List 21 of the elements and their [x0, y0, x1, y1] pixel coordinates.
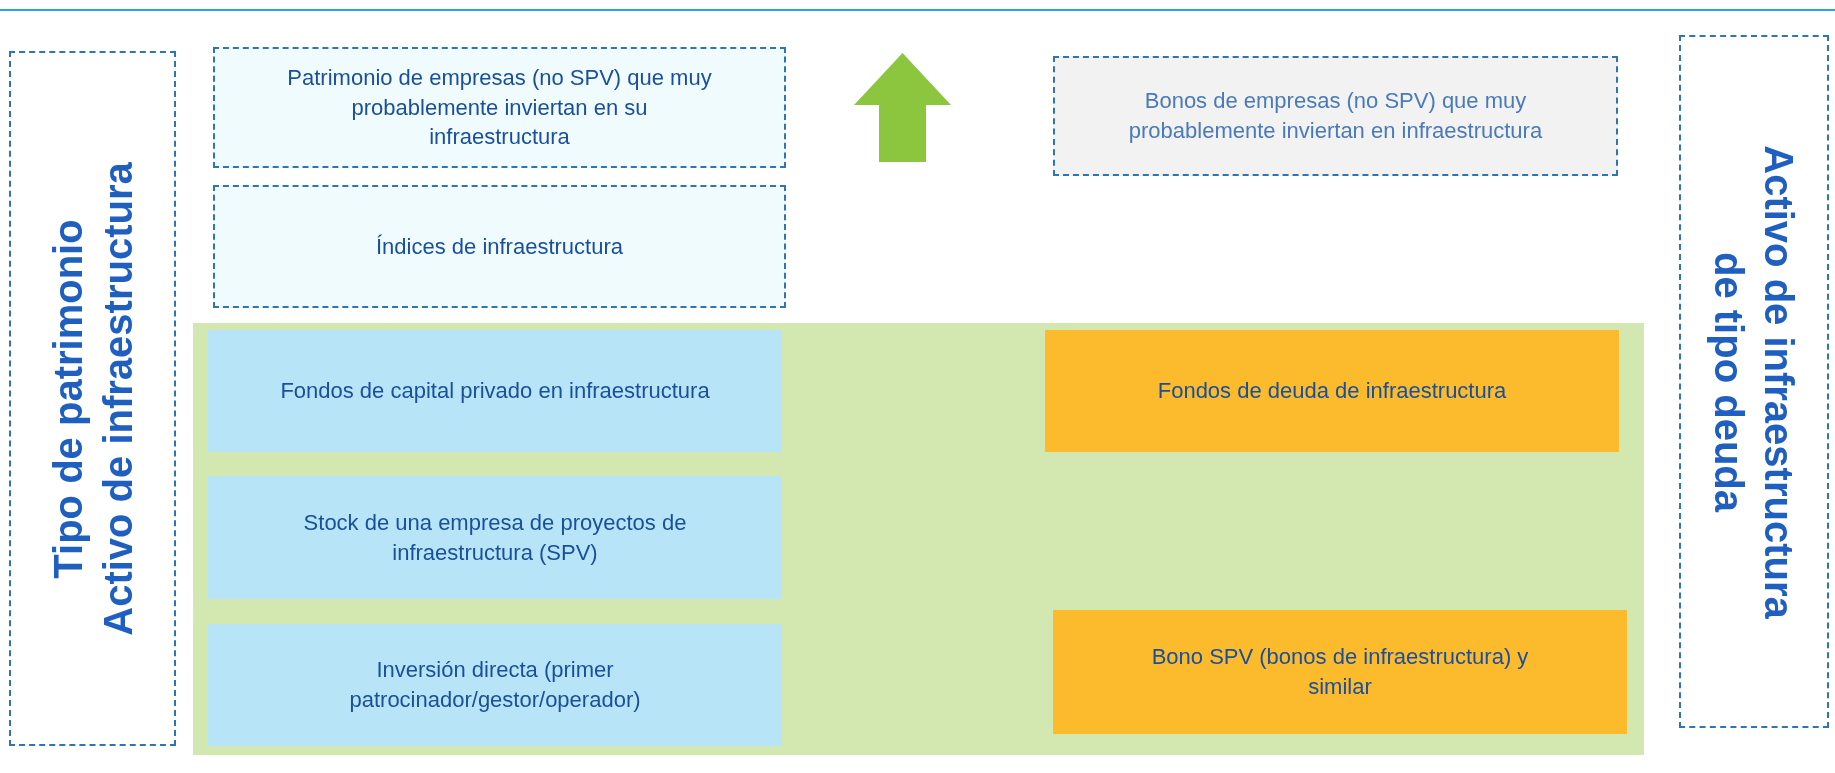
highlight-band	[193, 323, 1644, 755]
category-box	[1053, 610, 1627, 734]
box-text: Índices de infraestructura	[375, 232, 624, 261]
category-box	[208, 330, 782, 452]
box-text: Bonos de empresas (no SPV) que muy probablemente inviertan en infraestructura	[1127, 87, 1544, 145]
box-text: Stock de una empresa de proyectos de infraestructura (SPV)	[302, 508, 688, 567]
category-box	[213, 47, 786, 168]
category-box	[213, 185, 786, 308]
category-box	[208, 476, 782, 599]
axis-title: Activo de infraestructura de tipo deuda	[1706, 143, 1802, 621]
category-box	[1053, 56, 1618, 176]
box-text: Patrimonio de empresas (no SPV) que muy probablemente inviertan en su infraestructura	[286, 63, 713, 152]
box-text: Bono SPV (bonos de infraestructura) y similar	[1150, 643, 1530, 701]
axis-title: Tipo de patrimonio Activo de infraestructura	[44, 160, 141, 638]
box-text: Inversión directa (primer patrocinador/gestor/operador)	[348, 656, 642, 714]
box-text: Fondos de capital privado en infraestructura	[279, 377, 711, 406]
category-box	[1045, 330, 1619, 452]
axis-label-box	[1679, 35, 1829, 728]
box-text: Fondos de deuda de infraestructura	[1156, 377, 1508, 406]
axis-label-box	[9, 51, 176, 746]
category-box	[208, 624, 782, 746]
